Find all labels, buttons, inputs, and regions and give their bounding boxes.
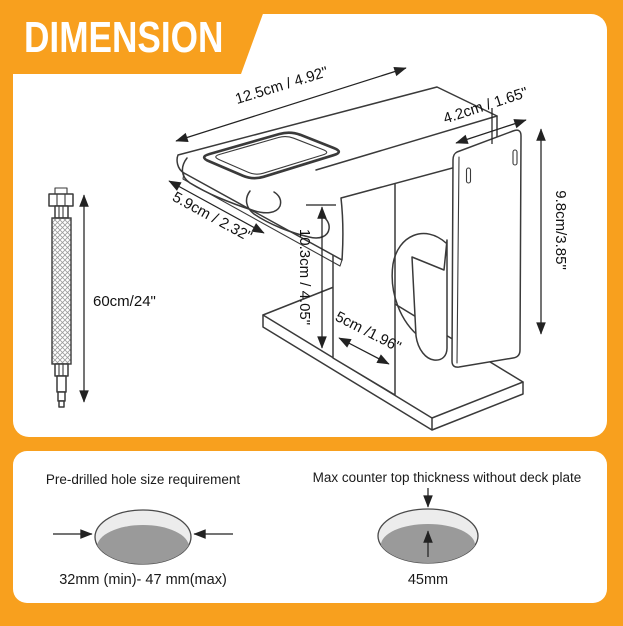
dim-body-height: 10.3cm / 4.05" <box>296 229 313 325</box>
dim-hose-length: 60cm/24" <box>93 293 156 310</box>
handle-slot-right <box>512 149 518 166</box>
dim-handle-height: 9.8cm/3.85" <box>552 190 569 270</box>
dim-top-length: 12.5cm / 4.92" <box>233 64 330 108</box>
handle-plate <box>451 129 522 368</box>
banner-title: DIMENSION <box>24 13 224 62</box>
faucet-isometric-drawing: 12.5cm / 4.92" 5.9cm / 2.32" 4.2cm / 1.6… <box>48 64 569 431</box>
dimension-banner: DIMENSION <box>0 0 268 74</box>
hole-size-title: Pre-drilled hole size requirement <box>46 472 241 487</box>
thickness-title: Max counter top thickness without deck p… <box>313 470 582 485</box>
hole-size-value: 32mm (min)- 47 mm(max) <box>59 572 227 588</box>
lever <box>391 232 448 361</box>
thickness-value: 45mm <box>408 572 448 588</box>
handle-slot-left <box>465 167 472 184</box>
thickness-note: Max counter top thickness without deck p… <box>313 470 582 588</box>
hole-size-note: Pre-drilled hole size requirement 32mm (… <box>46 472 241 588</box>
supply-hose <box>48 187 74 408</box>
